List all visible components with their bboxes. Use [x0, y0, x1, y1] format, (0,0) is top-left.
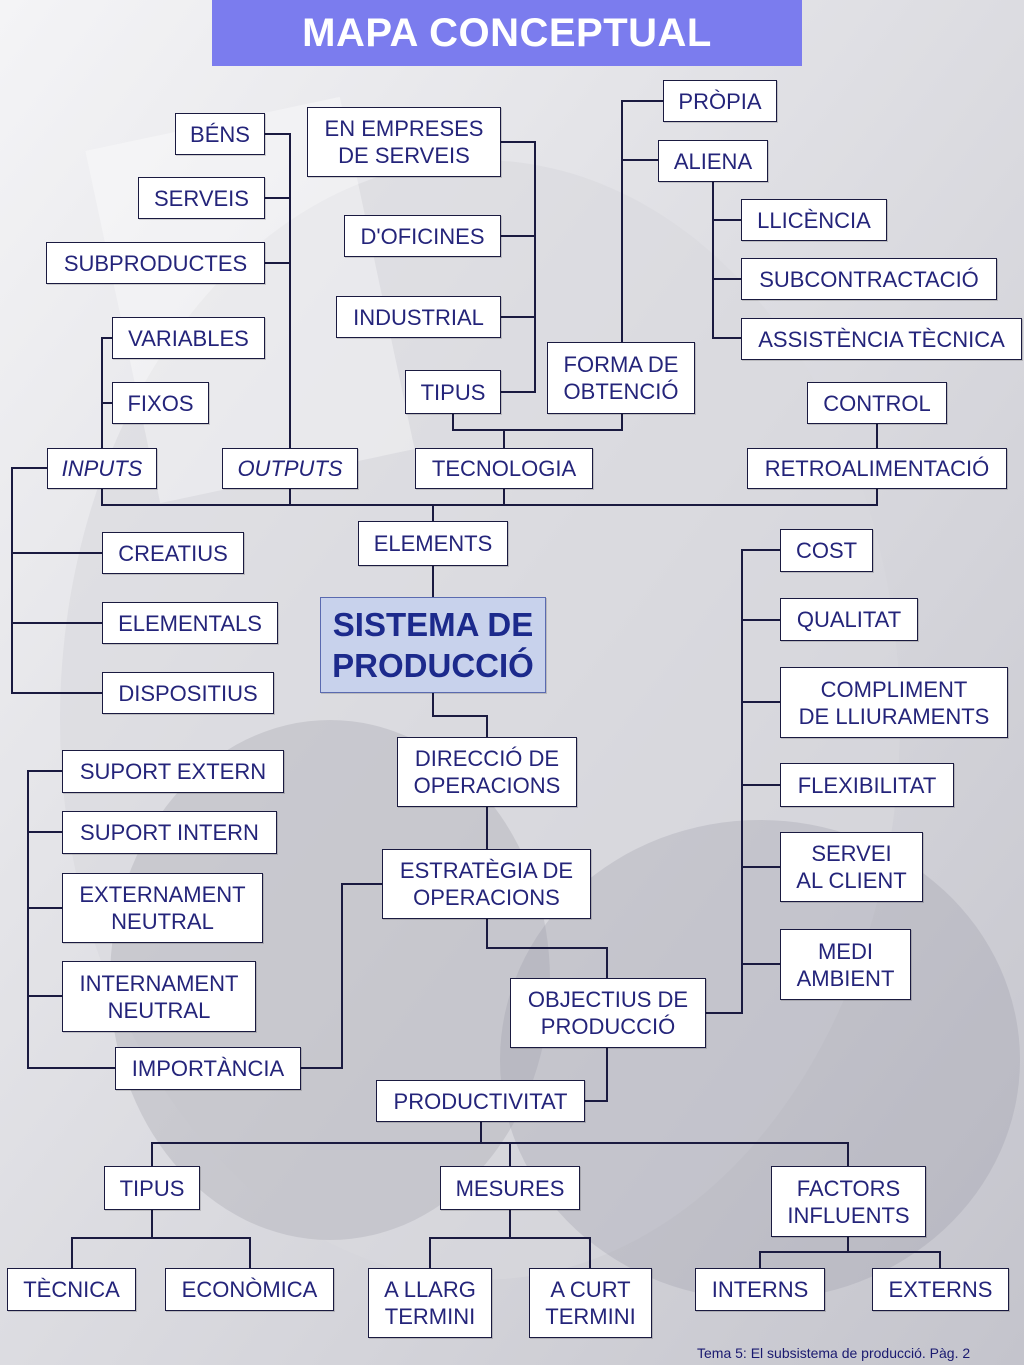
node-externament-neutral: EXTERNAMENT NEUTRAL	[62, 873, 263, 943]
node-bens: BÉNS	[175, 113, 265, 155]
node-aliena: ALIENA	[658, 140, 768, 182]
node-qualitat: QUALITAT	[780, 598, 918, 641]
node-elements: ELEMENTS	[358, 521, 508, 566]
node-mesures: MESURES	[440, 1166, 580, 1210]
node-servei-al-client: SERVEI AL CLIENT	[780, 832, 923, 902]
node-a-curt-termini: A CURT TERMINI	[529, 1268, 652, 1338]
node-serveis: SERVEIS	[138, 177, 265, 219]
node-creatius: CREATIUS	[102, 532, 244, 574]
node-variables: VARIABLES	[112, 317, 265, 359]
node-assistencia-tecnica: ASSISTÈNCIA TÈCNICA	[741, 318, 1022, 360]
node-forma-de-obtencio: FORMA DE OBTENCIÓ	[547, 342, 695, 414]
node-tecnologia: TECNOLOGIA	[415, 448, 593, 489]
node-tipus-tecnologia: TIPUS	[405, 370, 501, 414]
node-importancia: IMPORTÀNCIA	[115, 1047, 301, 1090]
node-tecnica: TÈCNICA	[7, 1268, 136, 1311]
node-estrategia-de-operacions: ESTRATÈGIA DE OPERACIONS	[382, 849, 591, 919]
node-dispositius: DISPOSITIUS	[102, 672, 274, 714]
node-subproductes: SUBPRODUCTES	[46, 242, 265, 284]
node-control: CONTROL	[807, 382, 947, 424]
node-suport-extern: SUPORT EXTERN	[62, 750, 284, 793]
node-en-empreses-de-serveis: EN EMPRESES DE SERVEIS	[307, 107, 501, 177]
node-subcontractacio: SUBCONTRACTACIÓ	[741, 258, 997, 300]
node-objectius-de-produccio: OBJECTIUS DE PRODUCCIÓ	[510, 978, 706, 1048]
node-direccio-de-operacions: DIRECCIÓ DE OPERACIONS	[397, 737, 577, 807]
page-title: MAPA CONCEPTUAL	[212, 0, 802, 66]
node-retroalimentacio: RETROALIMENTACIÓ	[747, 448, 1007, 489]
node-industrial: INDUSTRIAL	[336, 296, 501, 338]
node-compliment-de-lliuraments: COMPLIMENT DE LLIURAMENTS	[780, 667, 1008, 738]
node-flexibilitat: FLEXIBILITAT	[780, 763, 954, 807]
node-suport-intern: SUPORT INTERN	[62, 811, 277, 854]
node-a-llarg-termini: A LLARG TERMINI	[368, 1268, 492, 1338]
node-sistema-de-produccio: SISTEMA DE PRODUCCIÓ	[320, 597, 546, 693]
node-internament-neutral: INTERNAMENT NEUTRAL	[62, 961, 256, 1032]
node-inputs: INPUTS	[47, 448, 157, 489]
node-productivitat: PRODUCTIVITAT	[376, 1080, 585, 1122]
node-outputs: OUTPUTS	[222, 448, 358, 489]
node-externs: EXTERNS	[872, 1268, 1009, 1311]
node-tipus-productivitat: TIPUS	[104, 1166, 200, 1210]
node-fixos: FIXOS	[112, 382, 209, 424]
node-factors-influents: FACTORS INFLUENTS	[771, 1166, 926, 1237]
node-propia: PRÒPIA	[663, 80, 777, 122]
node-medi-ambient: MEDI AMBIENT	[780, 929, 911, 1000]
node-llicencia: LLICÈNCIA	[741, 199, 887, 241]
node-elementals: ELEMENTALS	[102, 602, 278, 644]
node-economica: ECONÒMICA	[165, 1268, 334, 1311]
node-cost: COST	[780, 529, 873, 572]
node-oficines: D'OFICINES	[344, 215, 501, 257]
page-footer: Tema 5: El subsistema de producció. Pàg.…	[697, 1345, 971, 1361]
node-interns: INTERNS	[695, 1268, 825, 1311]
